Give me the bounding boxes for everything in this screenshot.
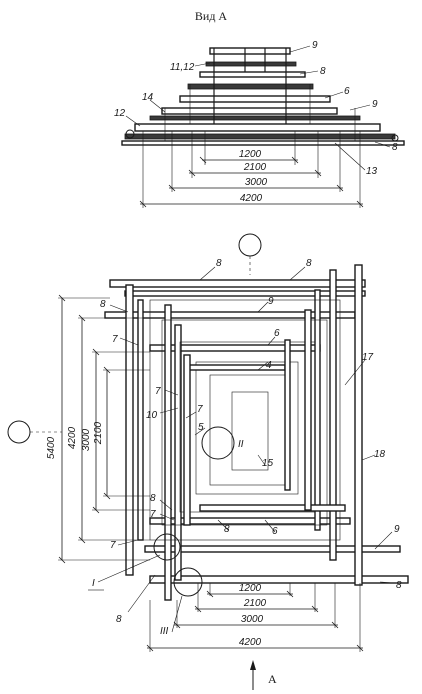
post-right-3 [314, 289, 321, 531]
plan-label-8d: 8 [150, 493, 156, 504]
plan-label-7e: 7 [110, 540, 116, 551]
top-tier-5 [179, 95, 331, 103]
plan-label-15: 15 [262, 458, 274, 469]
plan-label-5: 5 [198, 422, 204, 433]
view-title: Вид А [195, 9, 228, 23]
beam-low-2 [144, 545, 401, 553]
top-tier-10 [121, 140, 405, 146]
post-right-1 [329, 269, 337, 561]
plan-dim-3000h: 3000 [241, 614, 264, 625]
plan-label-i: I [92, 578, 95, 589]
top-tier-2 [205, 61, 297, 67]
post-inner-1 [183, 354, 191, 526]
top-label-9a: 9 [312, 40, 318, 51]
plan-label-17: 17 [362, 352, 374, 363]
plan-label-7b: 7 [155, 386, 161, 397]
plan-label-4: 4 [266, 360, 272, 371]
post-right-2 [354, 264, 363, 586]
plan-dim-4200h: 4200 [239, 637, 262, 648]
top-label-8a: 8 [320, 66, 326, 77]
top-label-12: 12 [114, 108, 126, 119]
plan-label-10: 10 [146, 410, 158, 421]
top-tier-1 [209, 47, 291, 55]
top-label-8b: 8 [392, 142, 398, 153]
beam-top-1 [109, 279, 366, 288]
detail-circle-iii [173, 567, 203, 597]
top-view: 9 11,12 8 6 14 9 12 8 13 1200 2100 [114, 40, 405, 208]
plan-label-18: 18 [374, 449, 386, 460]
beam-top-2 [124, 290, 366, 297]
plan-label-8g: 8 [396, 580, 402, 591]
top-tier-9 [124, 133, 396, 140]
top-label-14: 14 [142, 92, 154, 103]
post-left-2 [137, 299, 144, 541]
top-tier-8 [134, 123, 381, 132]
top-label-11-12: 11,12 [170, 62, 195, 73]
plan-label-7a: 7 [112, 334, 118, 345]
plan-label-7c: 7 [197, 404, 203, 415]
axis-circle-top [238, 233, 262, 257]
plan-label-8b: 8 [306, 258, 312, 269]
plan-label-8a: 8 [216, 258, 222, 269]
plan-label-ii: II [238, 439, 244, 450]
top-label-6: 6 [344, 86, 350, 97]
plan-label-8c: 8 [100, 299, 106, 310]
detail-circle-ii [201, 426, 235, 460]
plan-label-9b: 9 [394, 524, 400, 535]
plan-view: 8 8 8 9 7 6 4 17 7 10 7 5 II 15 18 8 7 8… [7, 233, 409, 690]
post-left-4 [174, 324, 182, 581]
arrow-label: А [268, 672, 277, 686]
plan-dim-2100h: 2100 [243, 598, 267, 609]
plan-label-9: 9 [268, 296, 274, 307]
plan-label-iii: III [160, 626, 169, 637]
plan-label-8f: 8 [116, 614, 122, 625]
post-left-3 [164, 304, 172, 601]
top-label-13: 13 [366, 166, 378, 177]
top-dim-2100: 2100 [243, 162, 267, 173]
plan-dim-3000: 3000 [81, 428, 92, 451]
post-inner-3 [304, 309, 312, 511]
plan-dim-4200: 4200 [67, 426, 78, 449]
top-tier-7 [149, 115, 361, 121]
top-dim-1200: 1200 [239, 149, 262, 160]
plan-label-6b: 6 [272, 526, 278, 537]
top-dim-4200: 4200 [240, 193, 263, 204]
beam-inner-2 [199, 504, 346, 512]
axis-circle-left [7, 420, 31, 444]
post-inner-2 [284, 339, 291, 491]
top-tier-4 [187, 83, 314, 90]
plan-label-7d: 7 [150, 509, 156, 520]
top-tier-6 [161, 107, 338, 115]
plan-dim-5400: 5400 [46, 436, 57, 459]
top-tier-3 [199, 71, 306, 78]
plan-dim-2100: 2100 [93, 421, 104, 445]
post-left-1 [125, 284, 134, 576]
plan-dim-1200: 1200 [239, 583, 262, 594]
detail-circle-i [153, 533, 181, 561]
beam-bottom [149, 575, 409, 584]
top-label-9b: 9 [372, 99, 378, 110]
top-dim-3000: 3000 [245, 177, 268, 188]
plan-label-6a: 6 [274, 328, 280, 339]
arrow-icon [250, 660, 256, 670]
plan-label-8e: 8 [224, 524, 230, 535]
